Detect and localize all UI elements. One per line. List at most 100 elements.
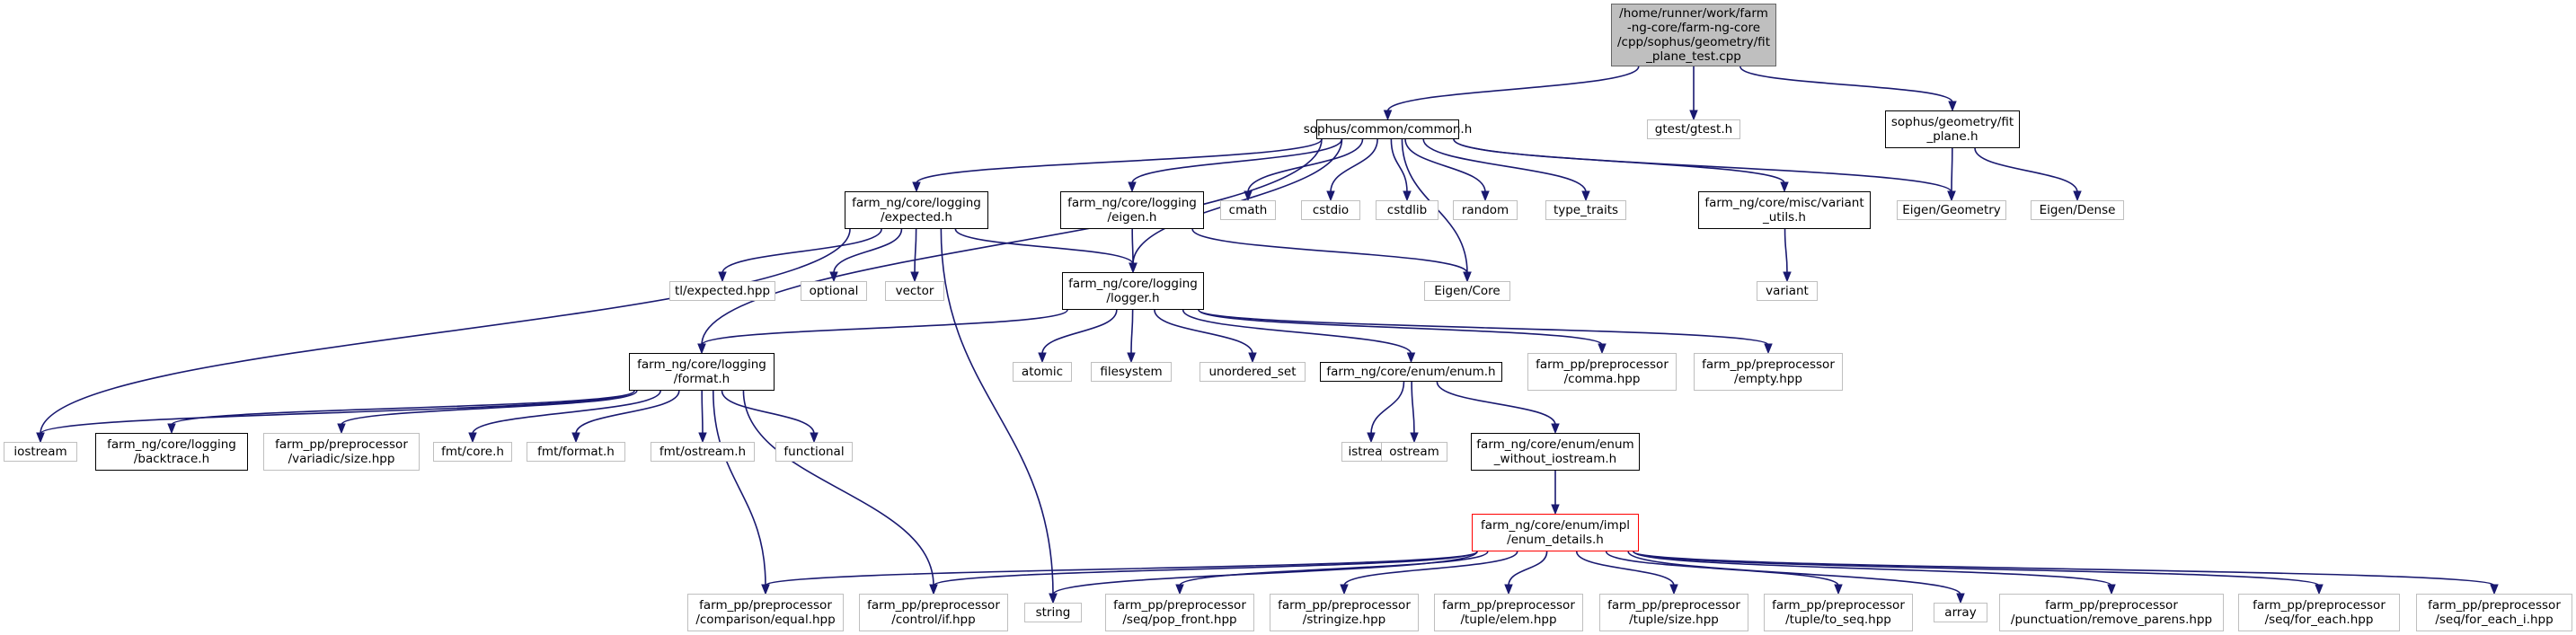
edge-arrowhead (1403, 190, 1412, 202)
edge-arrowhead (1340, 584, 1349, 595)
edge-arrowhead (2107, 584, 2116, 595)
node-fmt-format: fmt/format.h (527, 442, 625, 462)
edge-arrowhead (1127, 352, 1136, 364)
edge-arrowhead (2490, 584, 2499, 595)
edge-enum_details_h-to-remove_parens (1633, 551, 2112, 586)
node-format-h[interactable]: farm_ng/core/logging /format.h (629, 353, 775, 391)
node-eigen-core: Eigen/Core (1424, 281, 1510, 301)
edge-arrowhead (910, 271, 919, 283)
edge-arrowhead (829, 271, 838, 283)
edge-enum_details_h-to-control_if (933, 551, 1478, 586)
edge-root-to-fit_plane_h (1739, 66, 1953, 103)
node-eigen-h[interactable]: farm_ng/core/logging /eigen.h (1060, 191, 1204, 229)
edge-eigen_h-to-logger_h (1131, 228, 1134, 265)
edge-eigen_h-to-eigen_core (1191, 228, 1468, 274)
edge-expected_h-to-tl_expected (721, 228, 882, 274)
edge-arrowhead (912, 181, 921, 193)
edge-arrowhead (929, 584, 938, 595)
edge-arrowhead (810, 432, 819, 444)
edge-common_h-to-random (1404, 138, 1486, 193)
edge-arrowhead (1689, 110, 1698, 121)
node-eigen-geometry: Eigen/Geometry (1897, 200, 2006, 220)
edge-common_h-to-cstdlib (1390, 138, 1408, 193)
edge-expected_h-to-logger_h (954, 228, 1134, 265)
node-seq-for-each-i: farm_pp/preprocessor /seq/for_each_i.hpp (2416, 594, 2572, 631)
node-fit-plane-h[interactable]: sophus/geometry/fit _plane.h (1885, 110, 2020, 148)
edge-arrowhead (571, 432, 580, 444)
edge-format_h-to-comparison_equal (712, 390, 766, 586)
edge-arrowhead (1551, 504, 1560, 516)
edge-fit_plane_h-to-eigen_dense (1974, 147, 2078, 193)
node-atomic: atomic (1013, 362, 1072, 382)
edge-enum_details_h-to-comparison_equal (765, 551, 1478, 586)
edge-enum_details_h-to-seq_for_each (1633, 551, 2320, 586)
edge-expected_h-to-iostream (40, 228, 851, 435)
node-logger-h[interactable]: farm_ng/core/logging /logger.h (1062, 272, 1204, 310)
edge-enum_h-to-enum_wo_iostream (1436, 381, 1556, 426)
node-cmath: cmath (1220, 200, 1276, 220)
edge-arrowhead (1783, 271, 1792, 283)
node-fmt-core: fmt/core.h (433, 442, 512, 462)
node-iostream: iostream (4, 442, 77, 462)
node-optional: optional (801, 281, 867, 301)
node-functional: functional (775, 442, 853, 462)
edge-common_h-to-expected_h (916, 138, 1323, 184)
node-tl-expected: tl/expected.hpp (669, 281, 775, 301)
edge-enum_details_h-to-seq_pop_front (1179, 551, 1489, 586)
node-variadic-size: farm_pp/preprocessor /variadic/size.hpp (263, 433, 420, 471)
edge-variant_utils_h-to-variant (1784, 228, 1788, 274)
edge-arrowhead (1948, 101, 1957, 112)
edge-common_h-to-eigen_geometry (1453, 138, 1952, 193)
node-tuple-size: farm_pp/preprocessor /tuple/size.hpp (1599, 594, 1748, 631)
edge-expected_h-to-string (940, 228, 1054, 595)
edge-enum_details_h-to-seq_for_each_i (1633, 551, 2495, 586)
edge-enum_h-to-ostream (1411, 381, 1415, 435)
node-variant-utils-h[interactable]: farm_ng/core/misc/variant _utils.h (1698, 191, 1871, 229)
node-tuple-to-seq: farm_pp/preprocessor /tuple/to_seq.hpp (1764, 594, 1913, 631)
edge-arrowhead (1383, 110, 1393, 121)
node-remove-parens: farm_pp/preprocessor /punctuation/remove… (1999, 594, 2224, 631)
edge-arrowhead (1581, 190, 1590, 202)
edge-arrowhead (1463, 271, 1472, 283)
edge-arrowhead (1406, 352, 1416, 364)
node-comma-hpp: farm_pp/preprocessor /comma.hpp (1527, 353, 1677, 391)
edge-arrowhead (337, 423, 346, 435)
edge-arrowhead (1326, 190, 1335, 202)
node-root-file[interactable]: /home/runner/work/farm -ng-core/farm-ng-… (1611, 4, 1776, 66)
edge-arrowhead (468, 432, 477, 444)
edge-arrowhead (1175, 584, 1184, 595)
node-enum-h[interactable]: farm_ng/core/enum/enum.h (1320, 362, 1502, 382)
node-seq-pop-front: farm_pp/preprocessor /seq/pop_front.hpp (1105, 594, 1254, 631)
edge-arrowhead (2073, 190, 2082, 202)
node-vector: vector (885, 281, 944, 301)
edge-arrowhead (761, 584, 770, 595)
edge-arrowhead (1410, 432, 1419, 444)
node-unordered-set: unordered_set (1199, 362, 1306, 382)
edge-format_h-to-fmt_ostream (701, 390, 704, 435)
node-string: string (1024, 603, 1082, 622)
edge-arrowhead (1128, 181, 1137, 193)
node-enum-without-iostream-h[interactable]: farm_ng/core/enum/enum _without_iostream… (1471, 433, 1640, 471)
edge-enum_details_h-to-array (1627, 551, 1961, 595)
edge-arrowhead (1598, 343, 1607, 355)
edge-common_h-to-type_traits (1422, 138, 1587, 193)
node-gtest: gtest/gtest.h (1647, 119, 1740, 139)
edge-root-to-common_h (1386, 66, 1640, 112)
node-fmt-ostream: fmt/ostream.h (651, 442, 755, 462)
edge-arrowhead (1481, 190, 1490, 202)
node-filesystem: filesystem (1091, 362, 1172, 382)
edge-arrowhead (2315, 584, 2324, 595)
edge-arrowhead (1038, 352, 1047, 364)
edge-format_h-to-fmt_format (575, 390, 680, 435)
node-backtrace-h[interactable]: farm_ng/core/logging /backtrace.h (95, 433, 248, 471)
node-enum-details-h[interactable]: farm_ng/core/enum/impl /enum_details.h (1472, 514, 1639, 551)
edge-logger_h-to-atomic (1041, 309, 1118, 355)
edge-arrowhead (1947, 190, 1956, 202)
edge-format_h-to-backtrace_h (171, 390, 635, 426)
edge-expected_h-to-vector (914, 228, 917, 274)
edge-enum_details_h-to-tuple_size (1575, 551, 1675, 586)
node-common-h[interactable]: sophus/common/common.h (1304, 119, 1472, 139)
edge-arrowhead (697, 343, 706, 355)
node-expected-h[interactable]: farm_ng/core/logging /expected.h (845, 191, 988, 229)
